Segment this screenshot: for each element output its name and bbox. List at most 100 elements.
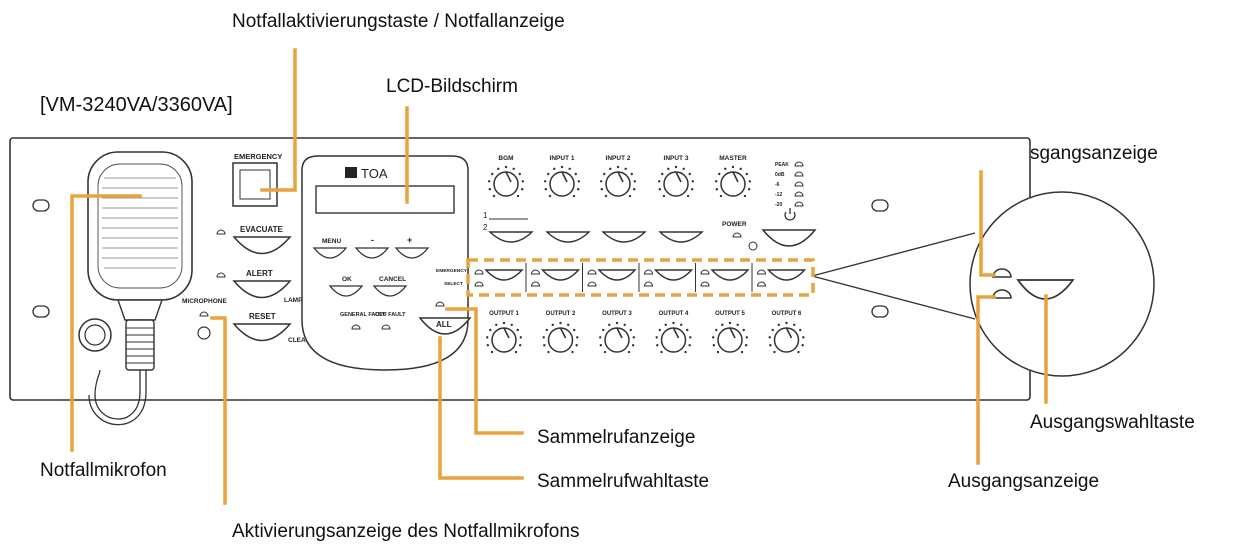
power-led <box>732 232 742 238</box>
level-meter-led <box>794 191 804 197</box>
detail-output-select-key[interactable] <box>1016 279 1075 300</box>
input-knob-label: BGM <box>498 155 513 162</box>
knob-tick-dot <box>491 172 494 176</box>
magnifier-wedge <box>811 232 976 320</box>
leader-all-call-indicator <box>445 307 524 435</box>
output-select-key[interactable] <box>710 269 750 281</box>
output-select-key[interactable] <box>484 269 524 281</box>
knob-tick-dot <box>608 323 611 327</box>
knob-tick-dot <box>785 321 788 325</box>
knob-tick-dot <box>577 180 580 183</box>
knob-pointer <box>561 171 568 183</box>
input-knob-label: INPUT 2 <box>606 155 631 162</box>
menu-label: MENU <box>322 238 341 245</box>
evacuate-led <box>216 229 226 235</box>
alert-key[interactable] <box>232 280 292 299</box>
plus-label: + <box>407 235 412 245</box>
knob-tick-dot <box>599 336 602 339</box>
output-select-key[interactable] <box>653 269 694 281</box>
knob-pointer <box>616 327 623 339</box>
reset-key[interactable] <box>232 323 292 342</box>
alert-led <box>216 272 226 278</box>
knob-tick-dot <box>773 350 776 354</box>
knob-tick-dot <box>688 344 691 347</box>
plus-key[interactable] <box>394 247 430 259</box>
ok-key[interactable] <box>328 285 364 297</box>
knob-tick-dot <box>490 350 494 354</box>
knob-tick-dot <box>543 344 546 347</box>
detail-output-led <box>992 289 1012 299</box>
knob-tick-dot <box>518 344 522 347</box>
knob-body <box>720 171 746 197</box>
output-knob[interactable] <box>768 321 805 354</box>
cancel-key[interactable] <box>372 285 408 297</box>
input-select-key[interactable] <box>658 231 704 243</box>
all-call-key[interactable] <box>418 317 472 335</box>
microphone-jack-inner <box>84 324 106 346</box>
input-select-key[interactable] <box>545 231 591 243</box>
output-knob[interactable] <box>712 321 748 354</box>
knob-tick-dot <box>599 344 603 347</box>
knob-tick-dot <box>632 336 635 339</box>
knob-body <box>773 327 800 353</box>
knob-body <box>663 171 689 197</box>
power-switch[interactable] <box>761 229 817 247</box>
emergency-label: EMERGENCY <box>234 152 282 161</box>
input-knob[interactable] <box>715 165 751 198</box>
output-knob[interactable] <box>655 321 692 354</box>
knob-tick-dot <box>797 350 800 354</box>
menu-key[interactable] <box>312 247 348 259</box>
callout-emergency-mic: Notfallmikrofon <box>40 460 167 481</box>
knob-tick-dot <box>627 350 631 354</box>
level-meter-label: -20 <box>775 202 782 208</box>
knob-body <box>604 327 630 353</box>
knob-tick-dot <box>660 350 663 354</box>
output-select-key[interactable] <box>766 269 807 281</box>
knob-tick-dot <box>575 344 578 347</box>
input-knob[interactable] <box>544 165 580 198</box>
input-select-key[interactable] <box>488 231 534 243</box>
select-row-label: SELECT <box>444 281 463 287</box>
output-knob[interactable] <box>486 321 522 354</box>
knob-body <box>717 327 743 353</box>
output-select-key[interactable] <box>540 269 581 281</box>
knob-pointer <box>732 171 739 183</box>
knob-tick-dot <box>715 188 719 191</box>
knob-tick-dot <box>489 328 492 332</box>
knob-tick-dot <box>662 194 666 198</box>
knob-tick-dot <box>486 336 489 339</box>
output-knob[interactable] <box>542 321 579 354</box>
knob-tick-dot <box>521 180 524 183</box>
knob-tick-dot <box>600 188 604 191</box>
knob-tick-dot <box>604 194 608 198</box>
level-meter-led <box>794 161 804 167</box>
input-knob[interactable] <box>488 165 524 198</box>
input-knob[interactable] <box>658 165 694 198</box>
knob-tick-dot <box>658 188 662 191</box>
level-meter-led <box>794 201 804 207</box>
knob-tick-dot <box>674 165 678 169</box>
channel-2-label: 2 <box>483 223 488 232</box>
output-knob[interactable] <box>599 321 635 354</box>
knob-tick-dot <box>712 336 715 339</box>
output-knob-label: OUTPUT 2 <box>546 311 576 317</box>
minus-key[interactable] <box>354 247 390 259</box>
input-knob[interactable] <box>600 165 636 198</box>
knob-tick-dot <box>716 350 720 354</box>
knob-tick-dot <box>544 188 548 191</box>
knob-tick-dot <box>739 167 742 171</box>
minus-label: - <box>371 235 374 245</box>
knob-tick-dot <box>690 188 694 191</box>
input-select-key[interactable] <box>601 231 647 243</box>
knob-pointer <box>675 171 682 183</box>
knob-pointer <box>559 327 567 339</box>
knob-tick-dot <box>510 323 513 327</box>
knob-tick-dot <box>740 350 744 354</box>
output-select-key[interactable] <box>597 269 637 281</box>
evacuate-key[interactable] <box>232 236 292 255</box>
leader-emergency-key <box>260 48 297 192</box>
knob-tick-dot <box>486 344 490 347</box>
evacuate-label: EVACUATE <box>240 225 283 234</box>
knob-tick-dot <box>731 165 735 169</box>
